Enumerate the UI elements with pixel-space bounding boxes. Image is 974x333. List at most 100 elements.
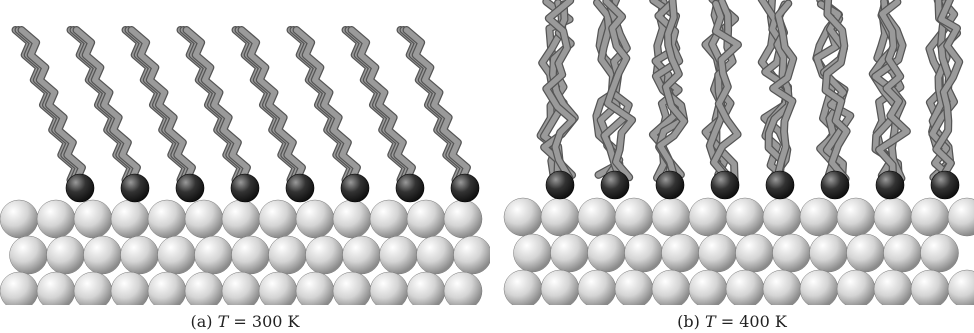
substrate-atom (541, 270, 579, 305)
headgroup-atom (66, 174, 94, 202)
substrate-atom (10, 236, 48, 274)
sulfur-headgroups (546, 171, 959, 199)
substrate-atom (874, 198, 912, 236)
sulfur-headgroups (66, 174, 479, 202)
alkyl-chains (16, 30, 467, 180)
substrate-atom (333, 272, 371, 305)
headgroup-atom (601, 171, 629, 199)
chain-strand (297, 30, 357, 180)
substrate-atom (444, 272, 482, 305)
substrate-atom (185, 272, 223, 305)
substrate-atom (689, 198, 727, 236)
chain-strand (132, 30, 192, 180)
substrate-atom (111, 200, 149, 238)
substrate-atom (296, 272, 334, 305)
substrate-atom (615, 270, 653, 305)
molecular-render-400k (490, 0, 974, 305)
substrate-atom (773, 234, 811, 272)
alkyl-chains (541, 0, 960, 180)
substrate-atom (0, 200, 38, 238)
substrate-atom (74, 272, 112, 305)
substrate-atom (726, 198, 764, 236)
substrate-atom (921, 234, 959, 272)
caption-b: (b) T = 400 K (490, 312, 974, 331)
substrate-atom (625, 234, 663, 272)
substrate-atom (185, 200, 223, 238)
substrate-atom (837, 270, 875, 305)
substrate-atom (911, 270, 949, 305)
substrate-atom (296, 200, 334, 238)
substrate-atom (578, 270, 616, 305)
panel-b: (b) T = 400 K (490, 0, 974, 333)
substrate-atom (948, 270, 974, 305)
headgroup-atom (231, 174, 259, 202)
substrate-atom (195, 236, 233, 274)
substrate-atom (148, 200, 186, 238)
substrate-atom (541, 198, 579, 236)
substrate-atom (417, 236, 455, 274)
substrate-atom (615, 198, 653, 236)
substrate-atom (370, 200, 408, 238)
headgroup-atom (711, 171, 739, 199)
molecular-render-300k (0, 0, 490, 305)
headgroup-atom (121, 174, 149, 202)
substrate-atom (0, 272, 38, 305)
gold-substrate (504, 198, 974, 305)
panel-a: (a) T = 300 K (0, 0, 490, 333)
substrate-atom (699, 234, 737, 272)
substrate-atom (148, 272, 186, 305)
substrate-atom (504, 270, 542, 305)
substrate-atom (407, 200, 445, 238)
substrate-atom (37, 200, 75, 238)
gold-substrate (0, 200, 490, 305)
substrate-atom (911, 198, 949, 236)
substrate-atom (874, 270, 912, 305)
substrate-atom (306, 236, 344, 274)
substrate-atom (810, 234, 848, 272)
caption-a: (a) T = 300 K (0, 312, 490, 331)
substrate-atom (158, 236, 196, 274)
substrate-atom (504, 198, 542, 236)
substrate-atom (800, 270, 838, 305)
substrate-atom (726, 270, 764, 305)
substrate-atom (380, 236, 418, 274)
substrate-atom (333, 200, 371, 238)
substrate-atom (259, 272, 297, 305)
chain-strand (22, 30, 82, 180)
headgroup-atom (396, 174, 424, 202)
substrate-atom (689, 270, 727, 305)
substrate-atom (407, 272, 445, 305)
headgroup-atom (766, 171, 794, 199)
substrate-atom (232, 236, 270, 274)
substrate-atom (343, 236, 381, 274)
substrate-atom (736, 234, 774, 272)
substrate-atom (84, 236, 122, 274)
substrate-atom (514, 234, 552, 272)
headgroup-atom (821, 171, 849, 199)
substrate-atom (269, 236, 307, 274)
substrate-atom (259, 200, 297, 238)
headgroup-atom (931, 171, 959, 199)
chain-strand (77, 30, 137, 180)
chain-strand (352, 30, 412, 180)
substrate-atom (837, 198, 875, 236)
substrate-atom (763, 270, 801, 305)
substrate-atom (111, 272, 149, 305)
substrate-atom (47, 236, 85, 274)
substrate-atom (222, 200, 260, 238)
substrate-atom (37, 272, 75, 305)
substrate-atom (884, 234, 922, 272)
substrate-atom (121, 236, 159, 274)
chain-strand (407, 30, 467, 180)
headgroup-atom (451, 174, 479, 202)
headgroup-atom (546, 171, 574, 199)
headgroup-atom (176, 174, 204, 202)
substrate-atom (74, 200, 112, 238)
headgroup-atom (656, 171, 684, 199)
substrate-atom (652, 198, 690, 236)
substrate-atom (662, 234, 700, 272)
substrate-atom (588, 234, 626, 272)
headgroup-atom (876, 171, 904, 199)
substrate-atom (370, 272, 408, 305)
chain-strand (242, 30, 302, 180)
